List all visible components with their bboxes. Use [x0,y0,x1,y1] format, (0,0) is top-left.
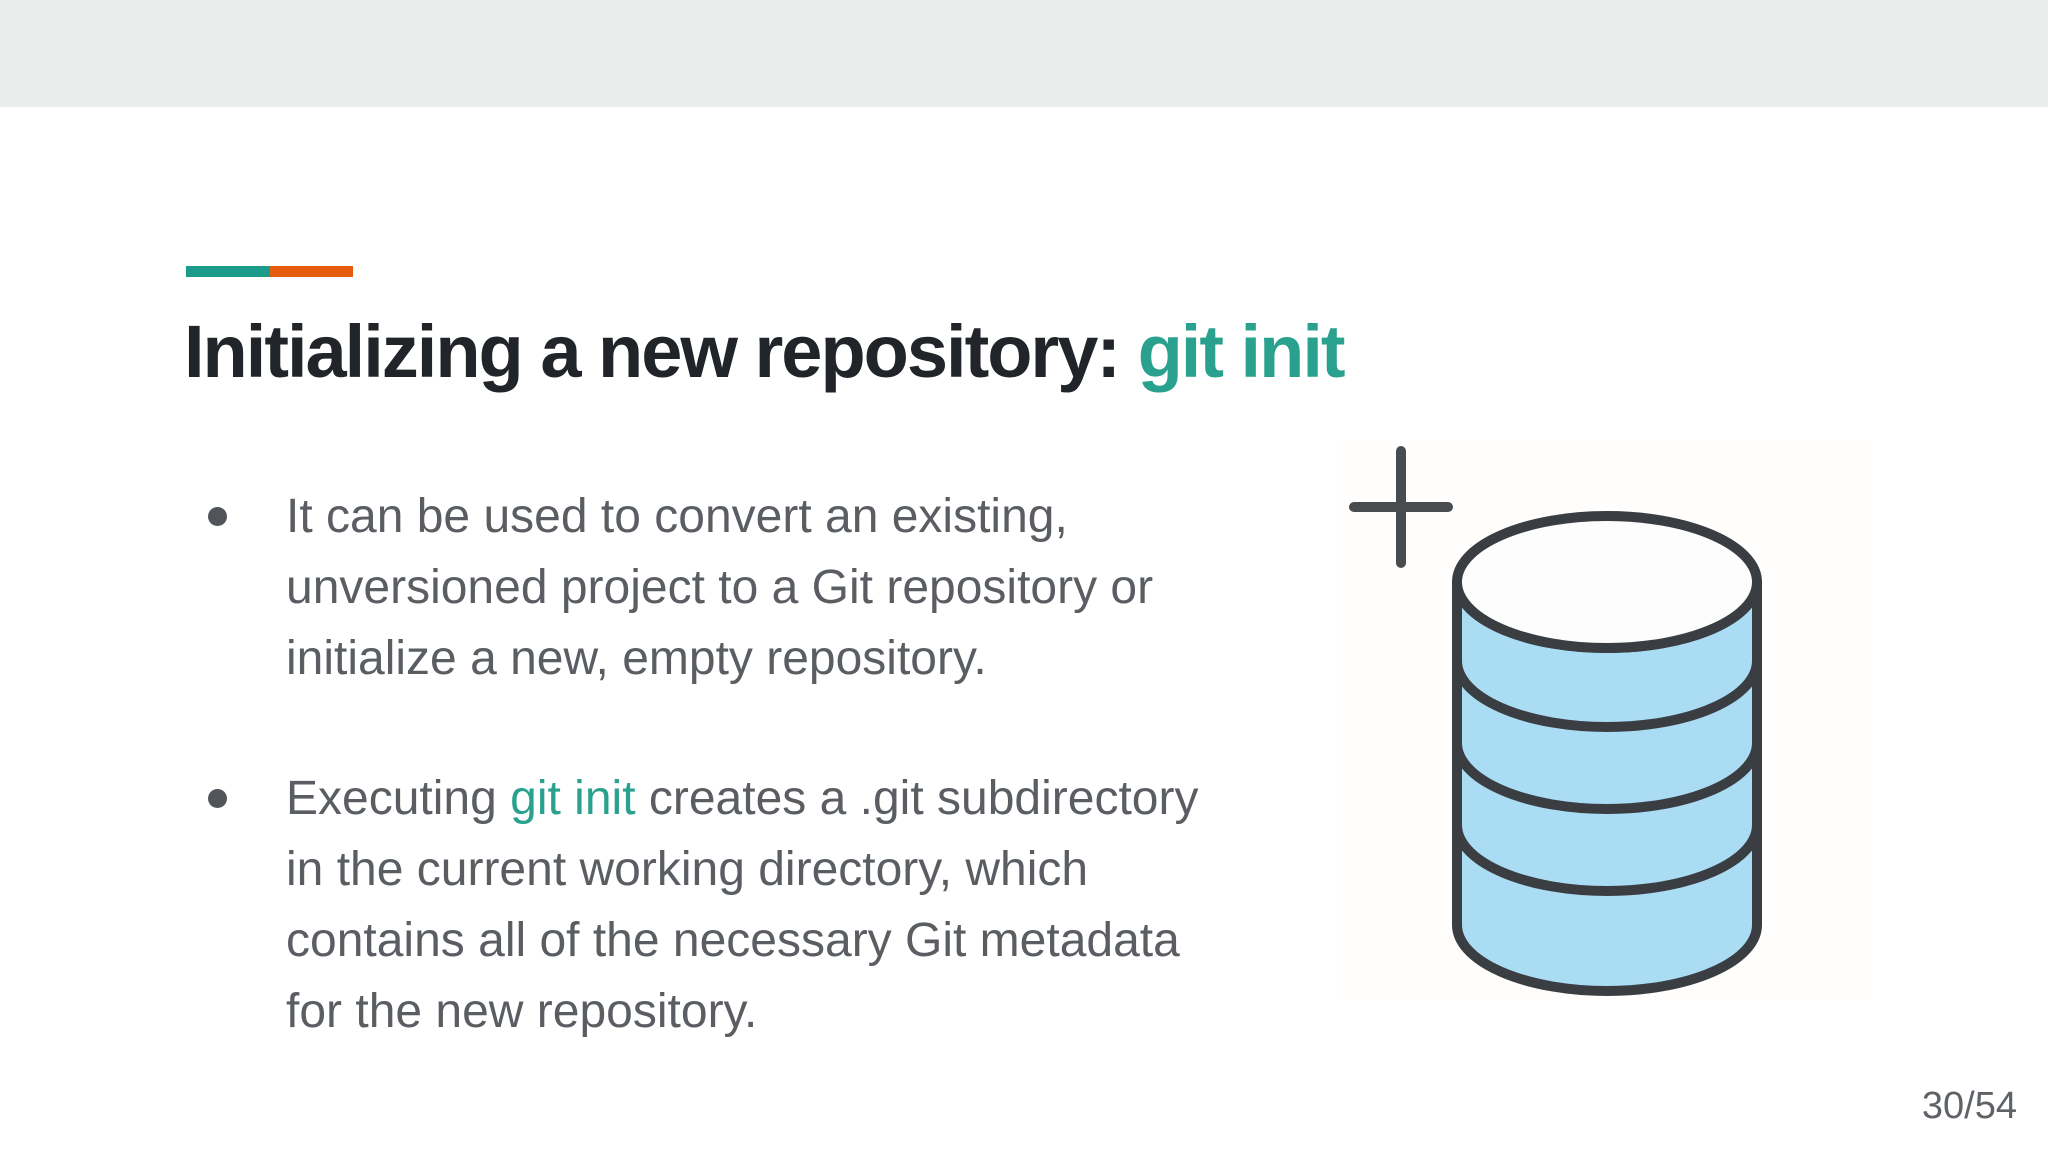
slide-title: Initializing a new repository: git init [184,310,1346,394]
cylinder-band-2 [1452,738,1762,814]
database-add-icon [1340,440,1870,1000]
accent-bar-teal-segment [186,266,270,277]
slide-title-text: Initializing a new repository: [184,310,1138,393]
bullet-list: It can be used to convert an existing, u… [195,481,1405,1047]
bullet-2-prefix: Executing [286,772,511,825]
top-letterbox-band [0,0,2048,107]
accent-bar-orange-segment [270,266,353,277]
plus-icon [1349,446,1453,568]
bullet-1-text: It can be used to convert an existing, u… [286,490,1154,685]
cylinder-top [1452,511,1762,653]
bullet-dot [208,789,227,808]
slide-title-keyword: git init [1137,310,1346,393]
bullet-item-1: It can be used to convert an existing, u… [195,481,1405,694]
cylinder-band-3 [1452,820,1762,896]
database-add-icon-svg [1349,446,1762,996]
bullet-dot [208,507,227,526]
cylinder-band-1 [1452,656,1762,732]
database-cylinder [1452,511,1762,996]
title-accent-bar [186,266,353,277]
bullet-2-suffix: creates a .git subdirectory in the curre… [286,772,1199,1038]
page-number: 30/54 [1921,1085,2017,1127]
bullet-item-2: Executing git init creates a .git subdir… [195,763,1405,1047]
bullet-2-keyword: git init [510,772,636,825]
